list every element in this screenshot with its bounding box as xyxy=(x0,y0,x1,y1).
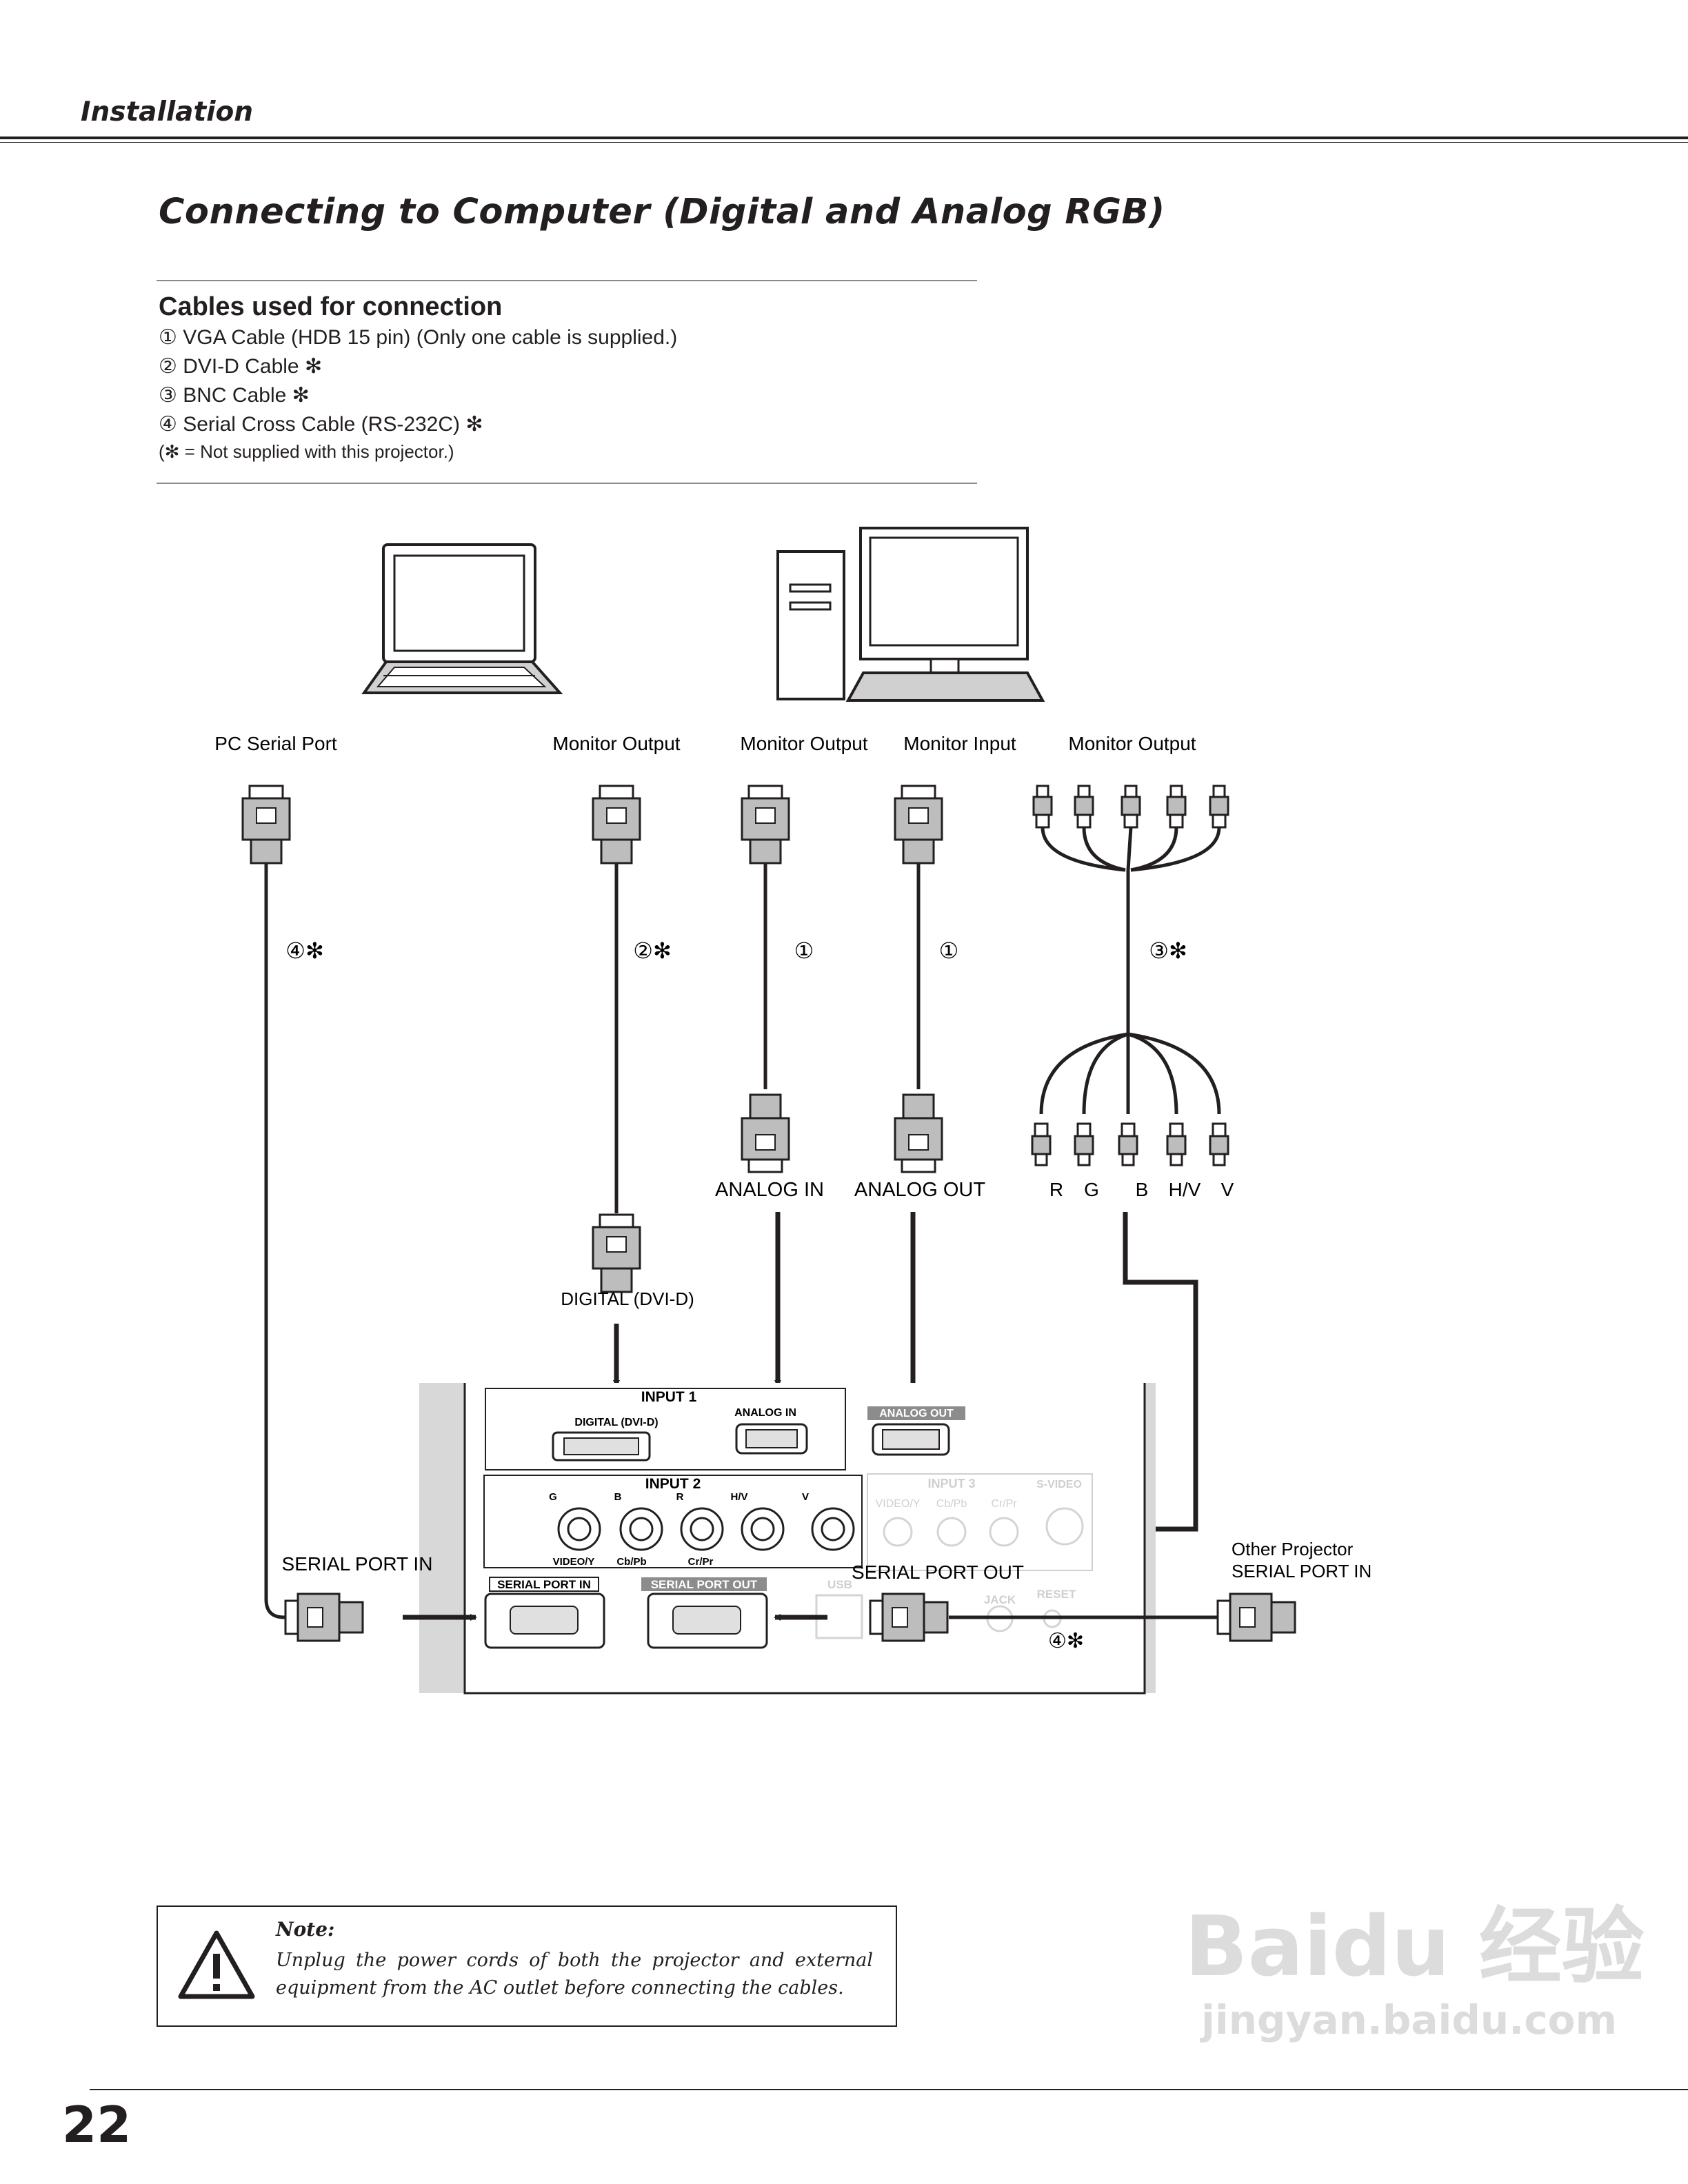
header-rule xyxy=(0,136,1688,139)
svg-text:Cb/Pb: Cb/Pb xyxy=(616,1556,646,1568)
cable-number-4: ④✻ xyxy=(285,938,324,963)
svg-text:SERIAL PORT OUT: SERIAL PORT OUT xyxy=(651,1578,758,1591)
svg-text:B: B xyxy=(1136,1179,1149,1200)
laptop-icon xyxy=(361,543,563,694)
svg-text:ANALOG IN: ANALOG IN xyxy=(734,1407,796,1419)
watermark-url: jingyan.baidu.com xyxy=(1201,1996,1617,2043)
svg-text:SERIAL PORT IN: SERIAL PORT IN xyxy=(497,1578,591,1591)
svg-text:S-VIDEO: S-VIDEO xyxy=(1036,1479,1082,1490)
note-body: Unplug the power cords of both the proje… xyxy=(276,1950,873,1999)
svg-text:H/V: H/V xyxy=(730,1491,747,1503)
bnc-connector-icon xyxy=(1074,785,1094,829)
svg-text:V: V xyxy=(802,1491,809,1503)
cable-item: ② DVI-D Cable ✻ xyxy=(159,355,323,378)
bnc-connector-icon xyxy=(1209,785,1229,829)
watermark-brand: Baidu xyxy=(1185,1899,1450,1995)
svg-text:INPUT 2: INPUT 2 xyxy=(645,1476,701,1492)
cable-item: ④ Serial Cross Cable (RS-232C) ✻ xyxy=(159,413,483,436)
cables-heading: Cables used for connection xyxy=(159,292,503,321)
svg-text:USB: USB xyxy=(827,1578,852,1591)
cable-number-1: ① xyxy=(794,938,814,963)
cable-item: ① VGA Cable (HDB 15 pin) (Only one cable… xyxy=(159,326,678,349)
dvi-connector-icon xyxy=(592,785,641,865)
note-title: Note: xyxy=(276,1918,335,1941)
vga-connector-icon xyxy=(894,1093,943,1173)
footer-rule xyxy=(90,2089,1688,2090)
monitor-output-label: Monitor Output xyxy=(552,733,680,754)
serial-port-in-label: SERIAL PORT IN xyxy=(282,1553,433,1575)
monitor-output-label: Monitor Output xyxy=(740,733,867,754)
svg-text:V: V xyxy=(1221,1179,1234,1200)
svg-text:ANALOG OUT: ANALOG OUT xyxy=(879,1408,954,1419)
other-projector-label: Other Projector xyxy=(1232,1539,1354,1559)
page-title: Connecting to Computer (Digital and Anal… xyxy=(159,192,1165,232)
svg-text:Cb/Pb: Cb/Pb xyxy=(936,1498,967,1510)
cables-footnote: (✻ = Not supplied with this projector.) xyxy=(159,441,454,462)
bnc-connector-icon xyxy=(1166,785,1187,829)
serial-connector-icon xyxy=(284,1593,364,1642)
desktop-computer-icon xyxy=(776,527,1045,702)
bnc-connector-icon xyxy=(1121,785,1141,829)
svg-text:G: G xyxy=(1084,1179,1099,1200)
svg-text:INPUT 3: INPUT 3 xyxy=(927,1477,975,1490)
bnc-fan xyxy=(1041,827,1126,872)
svg-text:INPUT 1: INPUT 1 xyxy=(641,1389,697,1405)
bnc-connector-icon xyxy=(1032,785,1053,829)
cables-bottom-rule xyxy=(157,483,977,484)
svg-text:G: G xyxy=(549,1491,557,1503)
svg-text:Cr/Pr: Cr/Pr xyxy=(991,1498,1017,1510)
svg-text:RESET: RESET xyxy=(1037,1588,1076,1601)
svg-text:R: R xyxy=(676,1491,684,1503)
analog-out-label: ANALOG OUT xyxy=(854,1179,985,1201)
serial-cable xyxy=(264,863,310,1619)
projector-panel: INPUT 1 DIGITAL (DVI-D) ANALOG IN ANALOG… xyxy=(419,1383,1156,1695)
cable-number-2: ②✻ xyxy=(633,938,672,963)
vga-connector-icon xyxy=(741,1093,790,1173)
page-number: 22 xyxy=(62,2096,132,2154)
note-box xyxy=(157,1905,897,2027)
svg-text:VIDEO/Y: VIDEO/Y xyxy=(876,1498,921,1510)
svg-text:Cr/Pr: Cr/Pr xyxy=(688,1556,714,1568)
cables-top-rule xyxy=(157,280,977,281)
svg-text:DIGITAL (DVI-D): DIGITAL (DVI-D) xyxy=(574,1417,658,1428)
watermark: Baidu 经验 jingyan.baidu.com xyxy=(1185,1903,1645,2048)
other-projector-serial-label: SERIAL PORT IN xyxy=(1232,1561,1372,1581)
digital-dvi-label: DIGITAL (DVI-D) xyxy=(561,1288,694,1309)
cable-number-4: ④✻ xyxy=(1048,1630,1084,1652)
cable-number-3: ③✻ xyxy=(1149,938,1187,963)
cable-item: ③ BNC Cable ✻ xyxy=(159,384,310,407)
warning-icon xyxy=(178,1930,255,1999)
serial-connector-icon xyxy=(241,785,291,865)
pc-serial-port-label: PC Serial Port xyxy=(214,733,337,754)
monitor-output-label: Monitor Output xyxy=(1068,733,1196,754)
monitor-input-label: Monitor Input xyxy=(903,733,1016,754)
cable-number-1: ① xyxy=(939,938,959,963)
svg-text:VIDEO/Y: VIDEO/Y xyxy=(553,1556,595,1568)
serial-port-out-label: SERIAL PORT OUT xyxy=(852,1561,1024,1583)
serial-connector-icon xyxy=(1216,1593,1296,1642)
analog-in-label: ANALOG IN xyxy=(715,1179,824,1201)
watermark-cn: 经验 xyxy=(1478,1899,1645,1995)
dvi-connector-icon xyxy=(592,1213,641,1293)
svg-text:JACK: JACK xyxy=(984,1593,1016,1606)
vga-connector-icon xyxy=(741,785,790,865)
header-rule-thin xyxy=(0,142,1688,143)
svg-text:R: R xyxy=(1049,1179,1063,1200)
vga-connector-icon xyxy=(894,785,943,865)
section-header: Installation xyxy=(81,97,254,128)
svg-text:H/V: H/V xyxy=(1169,1179,1201,1200)
svg-text:B: B xyxy=(614,1491,622,1503)
